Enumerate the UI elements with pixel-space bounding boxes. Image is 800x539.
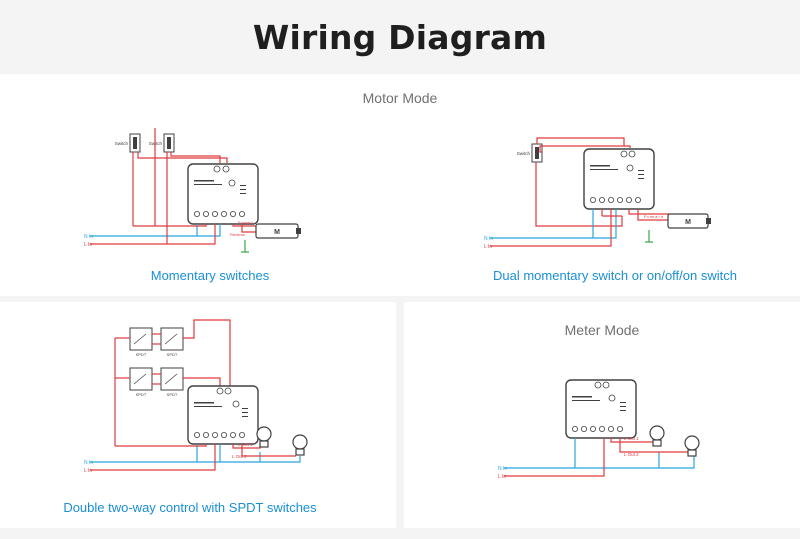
relay-module [187, 163, 259, 225]
switch-label-1: Switch [115, 141, 129, 146]
spdt-panel: SPDT SPDT SPDT SPDT [0, 302, 396, 528]
l-in-label-right: L In [484, 244, 492, 250]
spdt-diagram: SPDT SPDT SPDT SPDT [84, 319, 308, 474]
n-in-label-right: N In [484, 236, 493, 242]
relay-module-spdt [187, 385, 259, 445]
n-in-label-spdt: N In [84, 460, 93, 466]
reverse-label: Reverse [230, 232, 246, 237]
l-in-label: L In [84, 242, 92, 248]
header: Wiring Diagram [0, 0, 800, 74]
spdt-label-1: SPDT [136, 352, 147, 357]
motor-mode-title: Motor Mode [362, 90, 438, 106]
meter-mode-panel: Meter Mode L Out 1 L Out 2 N In L In [404, 302, 800, 528]
momentary-switches-caption: Momentary switches [150, 268, 270, 283]
switch-label-2: Switch [149, 141, 163, 146]
l-out-2-label: L Out 2 [232, 454, 247, 459]
l-in-label-meter: L In [498, 474, 506, 480]
l-out-1-label: L Out 1 [238, 442, 253, 447]
bulb-icon-2 [292, 434, 308, 456]
spdt-label-3: SPDT [136, 392, 147, 397]
n-in-label-meter: N In [498, 466, 507, 472]
meter-mode-title: Meter Mode [564, 322, 640, 338]
dual-switch-caption: Dual momentary switch or on/off/on switc… [493, 268, 737, 283]
switch-2 [163, 133, 175, 153]
l-out-2-label-meter: L Out 2 [624, 452, 639, 457]
spdt-label-4: SPDT [167, 392, 178, 397]
motor-label-right: M [685, 219, 691, 226]
spdt-switches [129, 327, 184, 391]
spdt-caption: Double two-way control with SPDT switche… [63, 500, 317, 515]
forward-label: Forward [238, 220, 253, 225]
relay-module-meter [565, 379, 637, 439]
switch-1 [129, 133, 141, 153]
switch-label: Switch [517, 151, 531, 156]
motor-icon-right: M [667, 213, 711, 229]
motor-mode-panel: Motor Mode Switch Switch [0, 74, 800, 296]
l-in-label-spdt: L In [84, 468, 92, 474]
l-out-1-label-meter: L Out 1 [624, 436, 639, 441]
spdt-label-2: SPDT [167, 352, 178, 357]
motor-right-diagram: Switch N In L In Fo rw a r d [484, 137, 711, 250]
motor-label: M [274, 229, 280, 236]
meter-diagram: L Out 1 L Out 2 N In L In [498, 379, 700, 480]
relay-module-right [583, 148, 655, 210]
motor-icon: M [255, 223, 301, 239]
bulb-icon-meter-1 [649, 425, 665, 447]
forward-reverse-label: Fo rw a r d [644, 214, 663, 219]
bulb-icon-meter-2 [684, 435, 700, 457]
n-in-label: N In [84, 234, 93, 240]
motor-left-diagram: Switch Switch N In [84, 128, 301, 253]
bulb-icon-1 [256, 426, 272, 448]
page-title: Wiring Diagram [252, 17, 548, 57]
